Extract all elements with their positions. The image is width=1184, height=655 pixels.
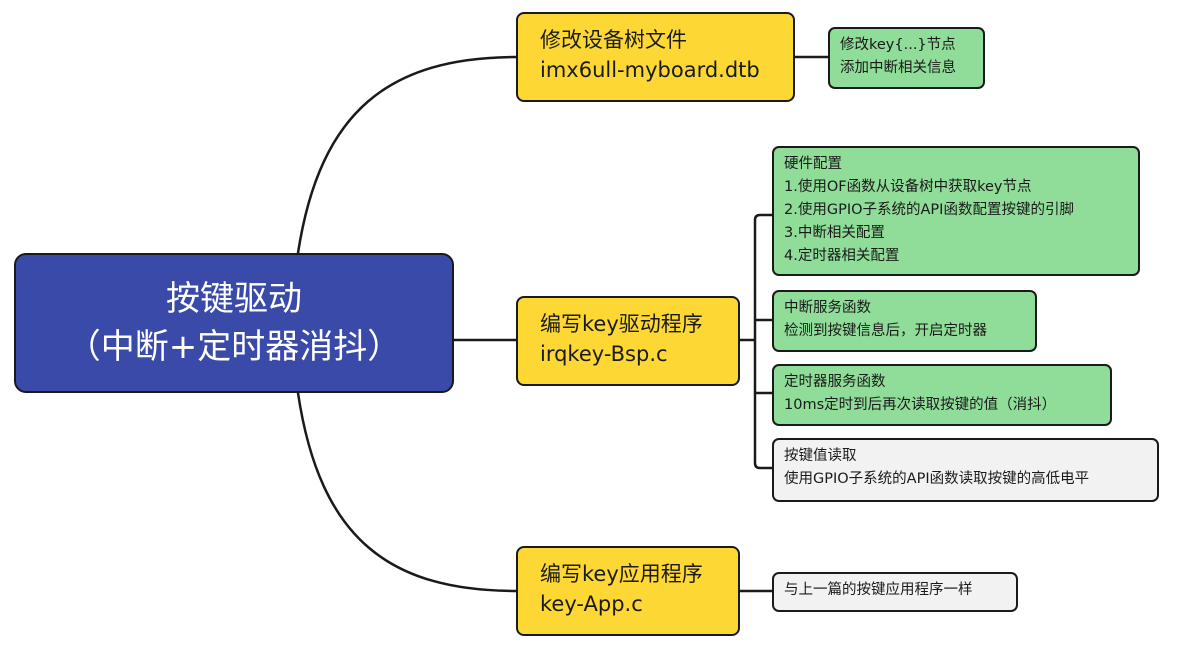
leaf-timer-service[interactable]: 定时器服务函数 10ms定时到后再次读取按键的值（消抖） [772,364,1112,426]
leaf-key-value-read[interactable]: 按键值读取 使用GPIO子系统的API函数读取按键的高低电平 [772,438,1159,502]
branch-modify-devicetree[interactable]: 修改设备树文件 imx6ull-myboard.dtb [516,12,795,102]
leaf-line: 添加中断相关信息 [840,60,956,76]
root-subtitle: （中断+定时器消抖） [66,327,402,367]
leaf-line: 4.定时器相关配置 [784,248,900,264]
link-root-branch1 [296,55,519,255]
leaf-line: 与上一篇的按键应用程序一样 [784,582,973,598]
leaf-line: 使用GPIO子系统的API函数读取按键的高低电平 [784,471,1090,487]
leaf-line: 按键值读取 [784,448,857,464]
leaf-line: 定时器服务函数 [784,374,886,390]
root-title: 按键驱动 [166,279,302,319]
link-branch2-leaves [738,213,774,470]
leaf-line: 10ms定时到后再次读取按键的值（消抖） [784,397,1057,413]
branch-filename: imx6ull-myboard.dtb [540,58,760,82]
branch-filename: irqkey-Bsp.c [540,342,668,366]
branch-title: 修改设备树文件 [540,28,687,52]
leaf-app-same-as-before[interactable]: 与上一篇的按键应用程序一样 [772,572,1018,612]
leaf-line: 3.中断相关配置 [784,225,885,241]
root-topic[interactable]: 按键驱动 （中断+定时器消抖） [14,253,454,393]
leaf-line: 检测到按键信息后，开启定时器 [784,323,987,339]
branch-write-app[interactable]: 编写key应用程序 key-App.c [516,546,740,636]
leaf-line: 1.使用OF函数从设备树中获取key节点 [784,179,1032,195]
branch-title: 编写key驱动程序 [540,312,703,336]
leaf-line: 中断服务函数 [784,300,871,316]
leaf-hardware-config[interactable]: 硬件配置 1.使用OF函数从设备树中获取key节点 2.使用GPIO子系统的AP… [772,146,1140,276]
leaf-line: 修改key{...}节点 [840,37,956,53]
branch-title: 编写key应用程序 [540,562,703,586]
branch-filename: key-App.c [540,592,643,616]
leaf-interrupt-service[interactable]: 中断服务函数 检测到按键信息后，开启定时器 [772,290,1037,352]
leaf-devicetree-changes[interactable]: 修改key{...}节点 添加中断相关信息 [828,27,985,89]
leaf-line: 硬件配置 [784,156,842,172]
leaf-line: 2.使用GPIO子系统的API函数配置按键的引脚 [784,202,1074,218]
link-root-branch3 [296,391,519,593]
branch-write-driver[interactable]: 编写key驱动程序 irqkey-Bsp.c [516,296,740,386]
